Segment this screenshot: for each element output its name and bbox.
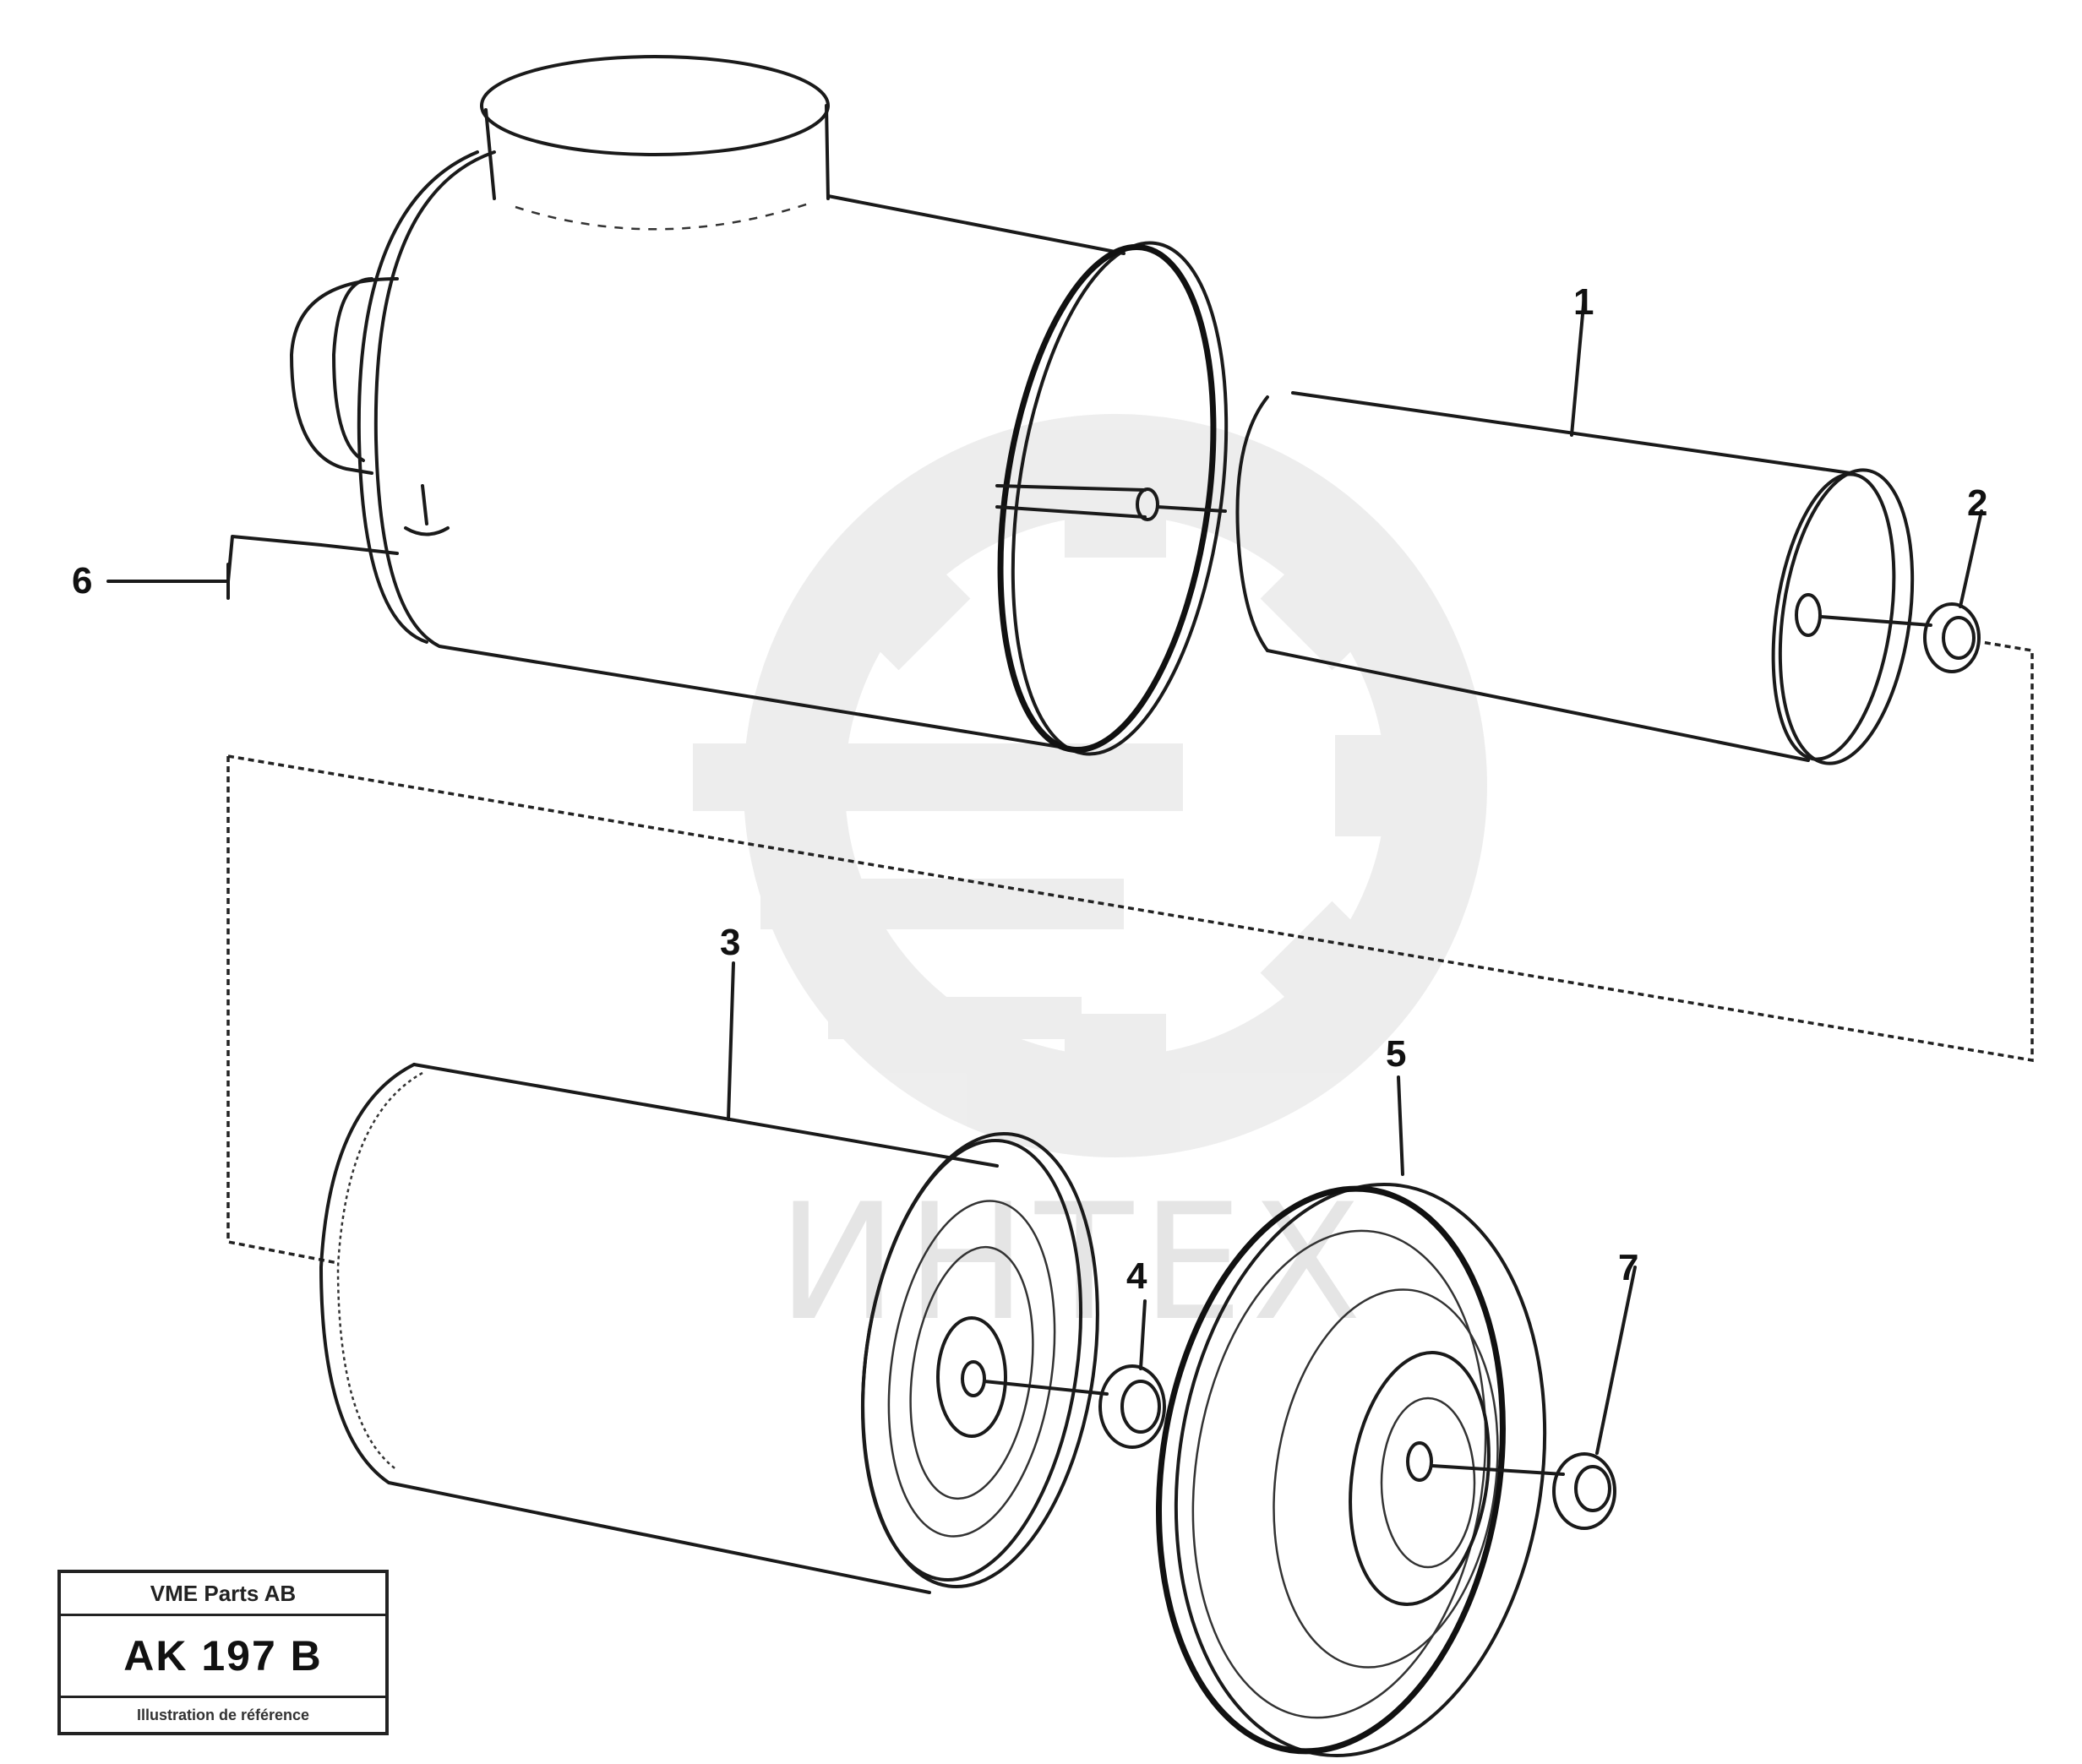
filter-element-secondary [319,1063,1109,1594]
callout-4: 4 [1126,1255,1147,1297]
watermark-text: ИНТЕХ [777,1169,1370,1356]
nut-2 [1923,602,1981,673]
end-cover [1156,1182,1565,1758]
callouts: 1 2 3 4 5 6 7 [72,281,1987,1297]
title-block-company: VME Parts AB [61,1573,385,1616]
title-block-footer: Illustration de référence [136,1706,310,1723]
watermark: ИНТЕХ [693,414,1487,1356]
callout-6: 6 [72,560,92,602]
callout-3: 3 [720,922,740,963]
leader-lines [106,294,1983,1455]
title-block: VME Parts AB AK 197 B Illustration de ré… [57,1570,389,1735]
title-block-code: AK 197 B [61,1616,385,1698]
assembly-frame [226,640,2034,1265]
callout-1: 1 [1573,281,1594,323]
nut-7 [1552,1452,1616,1530]
callout-7: 7 [1618,1247,1638,1288]
callout-5: 5 [1386,1033,1406,1075]
nut-4 [1098,1364,1166,1449]
filter-housing [290,55,1229,756]
callout-2: 2 [1967,482,1987,524]
gear-wrench-logo-icon [693,414,1487,1157]
